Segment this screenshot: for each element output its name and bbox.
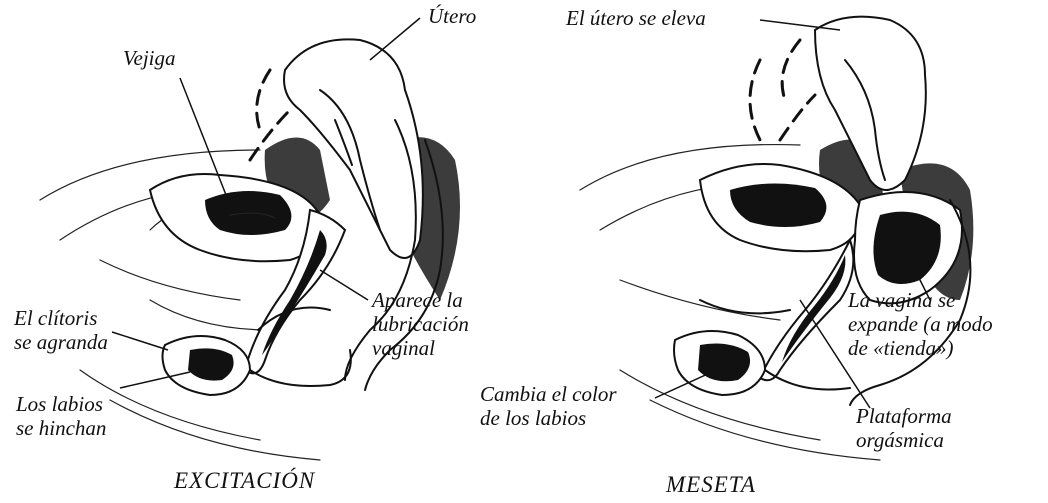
clitoris-line-1: El clítoris (14, 306, 108, 330)
caption-plateau: MESETA (666, 472, 756, 498)
clitoris-line-2: se agranda (14, 330, 108, 354)
lubrication-line-3: vaginal (372, 336, 469, 360)
label-vagina-expands: La vagina se expande (a modo de «tienda»… (848, 288, 993, 360)
lubrication-line-1: Aparece la (372, 288, 469, 312)
label-orgasmic-platform: Plataforma orgásmica (856, 404, 952, 452)
label-clitoris: El clítoris se agranda (14, 306, 108, 354)
labia-color-line-2: de los labios (480, 406, 617, 430)
platform-line-2: orgásmica (856, 428, 952, 452)
lubrication-line-2: lubricación (372, 312, 469, 336)
platform-line-1: Plataforma (856, 404, 952, 428)
vagina-line-1: La vagina se (848, 288, 993, 312)
label-lubrication: Aparece la lubricación vaginal (372, 288, 469, 360)
vagina-line-3: de «tienda») (848, 336, 993, 360)
label-labia-color: Cambia el color de los labios (480, 382, 617, 430)
caption-excitement: EXCITACIÓN (174, 468, 315, 494)
label-bladder: Vejiga (123, 46, 176, 70)
label-labia: Los labios se hinchan (16, 392, 106, 440)
label-uterus: Útero (428, 4, 476, 28)
labia-color-line-1: Cambia el color (480, 382, 617, 406)
labia-line-2: se hinchan (16, 416, 106, 440)
label-uterus-rises: El útero se eleva (566, 6, 706, 30)
labia-line-1: Los labios (16, 392, 106, 416)
vagina-line-2: expande (a modo (848, 312, 993, 336)
